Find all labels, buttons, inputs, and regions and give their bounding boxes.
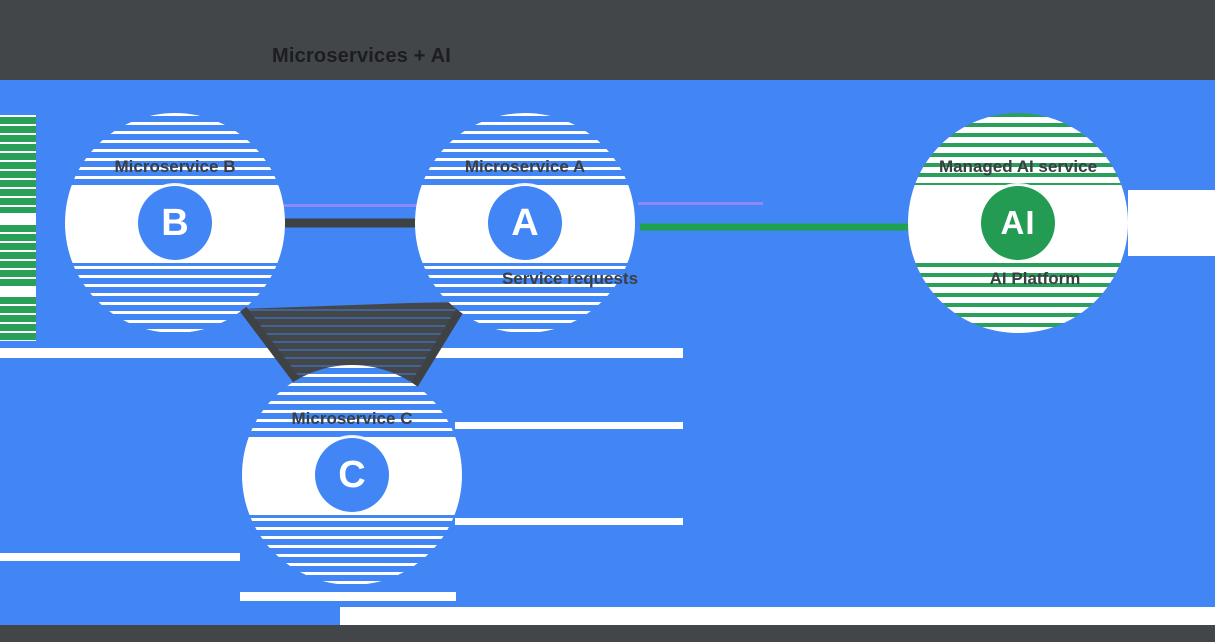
- service-b-label: Microservice B: [114, 157, 236, 176]
- node-service-b: Microservice B B: [65, 113, 285, 333]
- artifact-line: [638, 202, 763, 205]
- artifact-stripe: [340, 607, 1215, 625]
- ai-service-label: Managed AI service: [938, 157, 1098, 176]
- link-b-c: [239, 306, 308, 393]
- service-a-label: Microservice A: [464, 157, 586, 176]
- ai-service-letter: AI: [1000, 204, 1036, 241]
- link-a-c: [407, 299, 469, 393]
- service-b-avatar: B: [138, 186, 212, 260]
- service-a-avatar: A: [488, 186, 562, 260]
- top-band: Microservices + AI: [0, 0, 1215, 80]
- ai-service-avatar: AI: [981, 186, 1055, 260]
- service-c-circle: [242, 365, 462, 585]
- artifact-stripe: [0, 553, 240, 561]
- service-c-letter: C: [338, 453, 366, 496]
- service-c-avatar: C: [315, 438, 389, 512]
- diagram-title: Microservices + AI: [272, 45, 452, 67]
- node-ai-service: Managed AI service AI AI Platform: [908, 113, 1128, 333]
- service-a-sublabel: Service requests: [501, 269, 639, 288]
- node-service-c: Microservice C C: [242, 365, 462, 585]
- left-green-artifact-strip: [0, 115, 36, 341]
- artifact-stripe: [455, 422, 683, 429]
- artifact-stripe: [455, 518, 683, 525]
- bottom-band: [0, 625, 1215, 642]
- service-c-label: Microservice C: [291, 409, 413, 428]
- ai-service-sublabel: AI Platform: [989, 269, 1081, 288]
- node-service-a: Microservice A A Service requests: [415, 113, 638, 333]
- artifact-stripe: [240, 592, 456, 601]
- service-b-letter: B: [161, 201, 189, 244]
- service-a-circle: [415, 113, 635, 333]
- service-a-letter: A: [511, 201, 539, 244]
- link-smear-artifact: [240, 301, 468, 391]
- artifact-line: [283, 204, 446, 207]
- artifact-stripe: [1128, 190, 1215, 256]
